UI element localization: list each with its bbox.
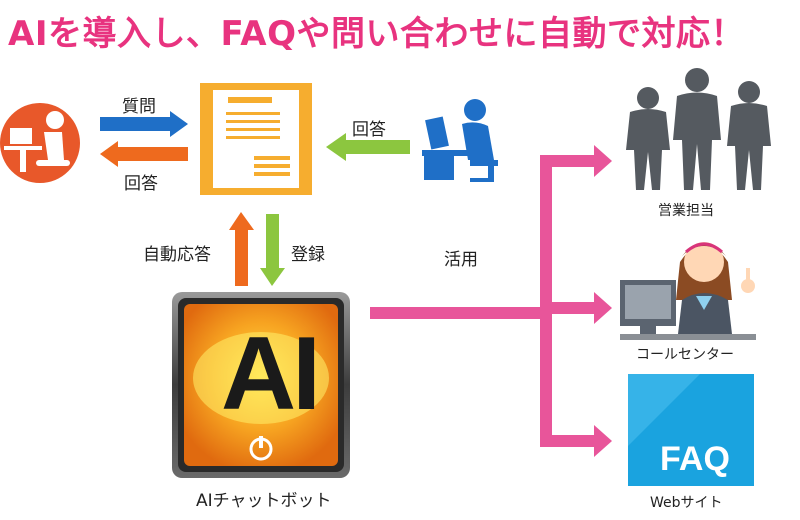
faq-logo-text: FAQ [660, 440, 730, 478]
page-title: AIを導入し、FAQや問い合わせに自動で対応！ [8, 14, 746, 54]
call-center-label: コールセンター [636, 347, 734, 363]
ai-chatbot-icon [172, 292, 350, 478]
question-label: 質問 [122, 97, 156, 117]
answer-label-user: 回答 [124, 174, 158, 194]
faq-website-icon [628, 374, 754, 486]
answer-label-staff: 回答 [352, 120, 386, 140]
register-arrow [260, 214, 285, 286]
auto-response-label: 自動応答 [143, 245, 211, 265]
website-label: Webサイト [650, 495, 723, 511]
sales-team-icon [626, 68, 771, 190]
chatbot-label: AIチャットボット [196, 491, 332, 511]
auto-response-arrow [229, 212, 254, 286]
sales-label: 営業担当 [658, 203, 714, 219]
ai-logo-text: AI [221, 316, 321, 432]
answer-arrow-to-user [100, 141, 188, 167]
user-icon [0, 103, 80, 183]
call-center-icon [620, 242, 756, 340]
utilize-connector [370, 145, 612, 457]
document-icon [200, 83, 312, 195]
utilize-label: 活用 [444, 250, 478, 270]
question-arrow [100, 111, 188, 137]
staff-icon [422, 99, 498, 182]
register-label: 登録 [291, 245, 325, 265]
answer-arrow-from-staff [326, 133, 410, 161]
